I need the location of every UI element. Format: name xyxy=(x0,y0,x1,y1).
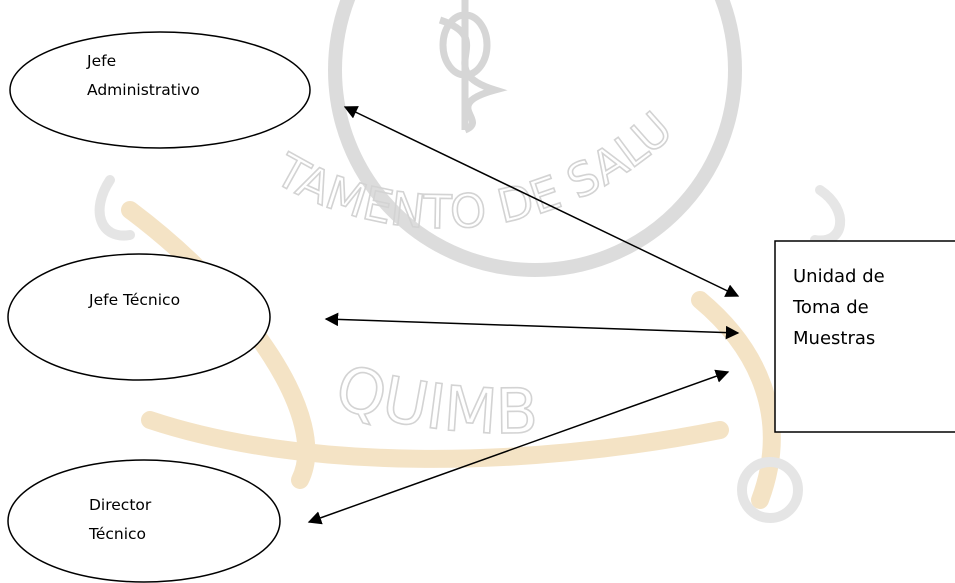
edge-jefe-administrativo-unidad xyxy=(343,106,740,297)
label-line: Director xyxy=(89,496,152,514)
node-jefe-administrativo xyxy=(9,31,311,149)
edge-director-tecnico-unidad xyxy=(307,369,730,525)
node-director-tecnico xyxy=(7,459,281,583)
label-line: Técnico xyxy=(89,525,147,543)
edge-jefe-tecnico-unidad xyxy=(324,312,740,340)
node-jefe-tecnico xyxy=(7,253,271,381)
label-line: Muestras xyxy=(793,328,876,349)
label-line: Jefe Técnico xyxy=(89,291,181,309)
label-line: Jefe xyxy=(87,52,117,70)
label-unidad-toma-muestras: Unidad de Toma de Muestras xyxy=(793,261,885,354)
label-line: Administrativo xyxy=(87,81,200,99)
label-jefe-administrativo: Jefe Administrativo xyxy=(87,47,200,105)
label-jefe-tecnico: Jefe Técnico xyxy=(89,286,180,315)
label-line: Unidad de xyxy=(793,266,885,287)
label-director-tecnico: Director Técnico xyxy=(89,491,151,549)
label-line: Toma de xyxy=(793,297,869,318)
node-unidad-toma-muestras xyxy=(774,240,955,433)
